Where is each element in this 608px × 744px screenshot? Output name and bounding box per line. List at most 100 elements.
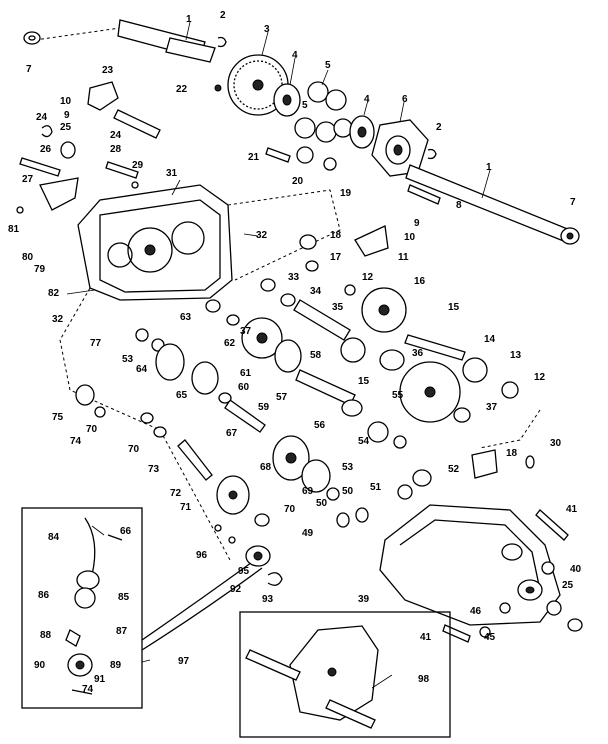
label-70: 70 xyxy=(128,444,140,455)
callout-labels: 1 2 3 4 5 5 4 6 2 1 7 7 8 9 10 11 12 12 … xyxy=(8,10,582,695)
label-41: 41 xyxy=(566,504,578,515)
label-25: 25 xyxy=(60,122,72,133)
label-71: 71 xyxy=(180,502,192,513)
label-65: 65 xyxy=(176,390,188,401)
label-88: 88 xyxy=(40,630,52,641)
label-29: 29 xyxy=(132,160,144,171)
label-85: 85 xyxy=(118,592,130,603)
label-30: 30 xyxy=(550,438,562,449)
label-97: 97 xyxy=(178,656,190,667)
label-73: 73 xyxy=(148,464,160,475)
label-19: 19 xyxy=(340,188,352,199)
label-93: 93 xyxy=(262,594,274,605)
label-74: 74 xyxy=(82,684,94,695)
top-shaft-assembly xyxy=(23,19,580,245)
label-11: 11 xyxy=(398,252,409,263)
label-10: 10 xyxy=(404,232,416,243)
label-95: 95 xyxy=(238,566,250,577)
label-40: 40 xyxy=(570,564,582,575)
label-15: 15 xyxy=(358,376,370,387)
label-23: 23 xyxy=(102,65,114,76)
label-5: 5 xyxy=(302,100,308,111)
label-39: 39 xyxy=(358,594,370,605)
label-50: 50 xyxy=(342,486,354,497)
label-17: 17 xyxy=(330,252,342,263)
label-18: 18 xyxy=(330,230,342,241)
label-59: 59 xyxy=(258,402,270,413)
label-69: 69 xyxy=(302,486,314,497)
label-45: 45 xyxy=(484,632,496,643)
label-12: 12 xyxy=(534,372,546,383)
label-2: 2 xyxy=(220,10,226,21)
label-49: 49 xyxy=(302,528,314,539)
label-91: 91 xyxy=(94,674,106,685)
label-24: 24 xyxy=(36,112,48,123)
label-82: 82 xyxy=(48,288,60,299)
label-68: 68 xyxy=(260,462,272,473)
label-4: 4 xyxy=(364,94,370,105)
label-9: 9 xyxy=(64,110,70,121)
label-24: 24 xyxy=(110,130,122,141)
label-26: 26 xyxy=(40,144,52,155)
label-96: 96 xyxy=(196,550,208,561)
label-33: 33 xyxy=(288,272,300,283)
label-92: 92 xyxy=(230,584,242,595)
label-77: 77 xyxy=(90,338,102,349)
label-80: 80 xyxy=(22,252,34,263)
label-22: 22 xyxy=(176,84,188,95)
label-16: 16 xyxy=(414,276,426,287)
label-13: 13 xyxy=(510,350,522,361)
label-7: 7 xyxy=(26,64,32,75)
label-81: 81 xyxy=(8,224,20,235)
label-60: 60 xyxy=(238,382,250,393)
label-6: 6 xyxy=(402,94,408,105)
leader-lines xyxy=(66,21,491,689)
label-58: 58 xyxy=(310,350,322,361)
label-98: 98 xyxy=(418,674,430,685)
label-75: 75 xyxy=(52,412,64,423)
label-41: 41 xyxy=(420,632,432,643)
label-52: 52 xyxy=(448,464,460,475)
label-37: 37 xyxy=(240,326,252,337)
label-53: 53 xyxy=(342,462,354,473)
middle-gear-train xyxy=(75,225,541,528)
label-32: 32 xyxy=(52,314,64,325)
label-10: 10 xyxy=(60,96,72,107)
label-70: 70 xyxy=(86,424,98,435)
label-51: 51 xyxy=(370,482,382,493)
label-63: 63 xyxy=(180,312,192,323)
label-32: 32 xyxy=(256,230,268,241)
label-87: 87 xyxy=(116,626,128,637)
assembled-unit-inset xyxy=(239,611,451,738)
label-8: 8 xyxy=(456,200,462,211)
label-57: 57 xyxy=(276,392,288,403)
label-66: 66 xyxy=(120,526,132,537)
label-79: 79 xyxy=(34,264,46,275)
label-14: 14 xyxy=(484,334,496,345)
label-72: 72 xyxy=(170,488,182,499)
label-7: 7 xyxy=(570,197,576,208)
label-56: 56 xyxy=(314,420,326,431)
label-53: 53 xyxy=(122,354,134,365)
label-84: 84 xyxy=(48,532,60,543)
label-20: 20 xyxy=(292,176,304,187)
left-small-parts xyxy=(16,81,161,214)
label-12: 12 xyxy=(362,272,374,283)
label-31: 31 xyxy=(166,168,178,179)
label-55: 55 xyxy=(392,390,404,401)
label-67: 67 xyxy=(226,428,238,439)
label-86: 86 xyxy=(38,590,50,601)
label-74: 74 xyxy=(70,436,82,447)
label-9: 9 xyxy=(414,218,420,229)
label-1: 1 xyxy=(486,162,492,173)
label-21: 21 xyxy=(248,152,260,163)
main-housing xyxy=(59,184,341,561)
label-37: 37 xyxy=(486,402,498,413)
label-90: 90 xyxy=(34,660,46,671)
label-3: 3 xyxy=(264,24,270,35)
label-62: 62 xyxy=(224,338,236,349)
label-15: 15 xyxy=(448,302,460,313)
label-2: 2 xyxy=(436,122,442,133)
